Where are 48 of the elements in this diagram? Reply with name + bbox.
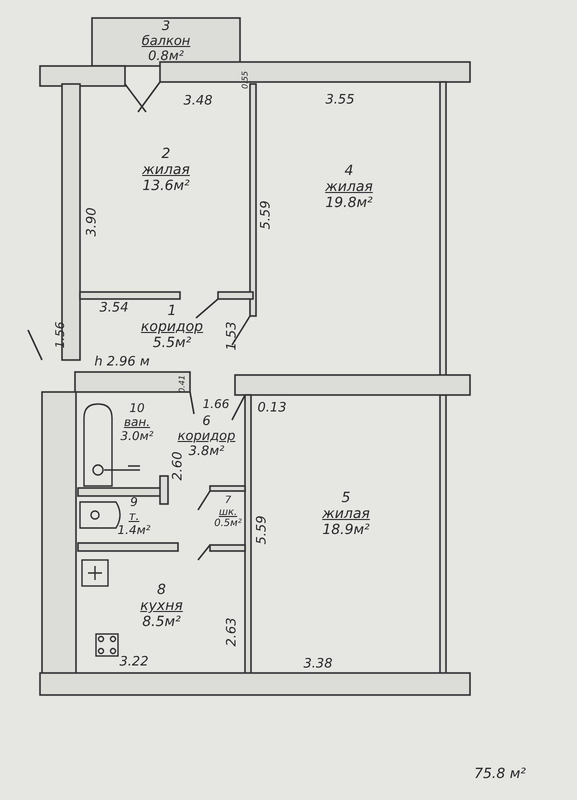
room-number: 4 bbox=[344, 163, 354, 180]
room-area-value: 0.8м² bbox=[148, 50, 184, 65]
dimension-label: 3.38 bbox=[304, 656, 332, 672]
dimension-label: 2.60 bbox=[170, 452, 186, 480]
room-number: 2 bbox=[162, 146, 170, 162]
room-area-value: 19.8м² bbox=[325, 195, 373, 212]
dimension-label: 3.22 bbox=[120, 654, 148, 670]
room-number: 3 bbox=[162, 20, 170, 35]
dimension-label: 3.48 bbox=[184, 94, 212, 108]
room-number: 7 bbox=[224, 495, 232, 506]
room-area-value: 5.5м² bbox=[152, 335, 192, 352]
room-number: 9 bbox=[130, 496, 138, 510]
room-name: кухня bbox=[140, 598, 183, 614]
room-area-value: 3.8м² bbox=[188, 444, 224, 460]
room-area-value: 1.4м² bbox=[118, 524, 150, 538]
dimension-label: 0.41 bbox=[178, 375, 186, 393]
room-name: жилая bbox=[325, 179, 373, 196]
room-name: жилая bbox=[142, 162, 190, 178]
room-name: т. bbox=[128, 510, 140, 524]
dimension-label: 3.54 bbox=[100, 300, 128, 316]
dimension-label: 1.66 bbox=[202, 397, 230, 411]
room-number: 5 bbox=[342, 490, 350, 506]
total-area-label: 75.8 м² bbox=[474, 766, 526, 782]
dimension-label: 5.59 bbox=[254, 516, 270, 544]
room-name: коридор bbox=[140, 319, 204, 336]
dimension-label: 1.53 bbox=[224, 322, 240, 350]
ceiling-height-label: h 2.96 м bbox=[94, 354, 150, 370]
dimension-label: 5.59 bbox=[258, 200, 274, 230]
dimension-label: 2.63 bbox=[224, 618, 240, 646]
room-number: 6 bbox=[202, 415, 211, 430]
room-number: 10 bbox=[129, 402, 145, 416]
room-area-value: 3.0м² bbox=[120, 430, 154, 444]
room-area-value: 13.6м² bbox=[142, 178, 190, 194]
room-name: балкон bbox=[142, 34, 190, 50]
room-area-value: 18.9м² bbox=[322, 522, 370, 538]
room-number: 1 bbox=[168, 303, 176, 320]
room-name: жилая bbox=[322, 506, 370, 522]
room-number: 8 bbox=[157, 582, 166, 598]
room-area-value: 8.5м² bbox=[142, 614, 181, 630]
dimension-label: 1.56 bbox=[53, 322, 67, 348]
dimension-label: 0.13 bbox=[258, 400, 286, 416]
dimension-label: 3.55 bbox=[326, 92, 354, 108]
dimension-label: 0.55 bbox=[240, 71, 250, 89]
room-name: шк. bbox=[218, 506, 238, 518]
dimension-label: 3.90 bbox=[84, 208, 100, 236]
room-name: ван. bbox=[124, 416, 150, 430]
room-name: коридор bbox=[178, 430, 236, 445]
room-area-value: 0.5м² bbox=[214, 518, 242, 530]
